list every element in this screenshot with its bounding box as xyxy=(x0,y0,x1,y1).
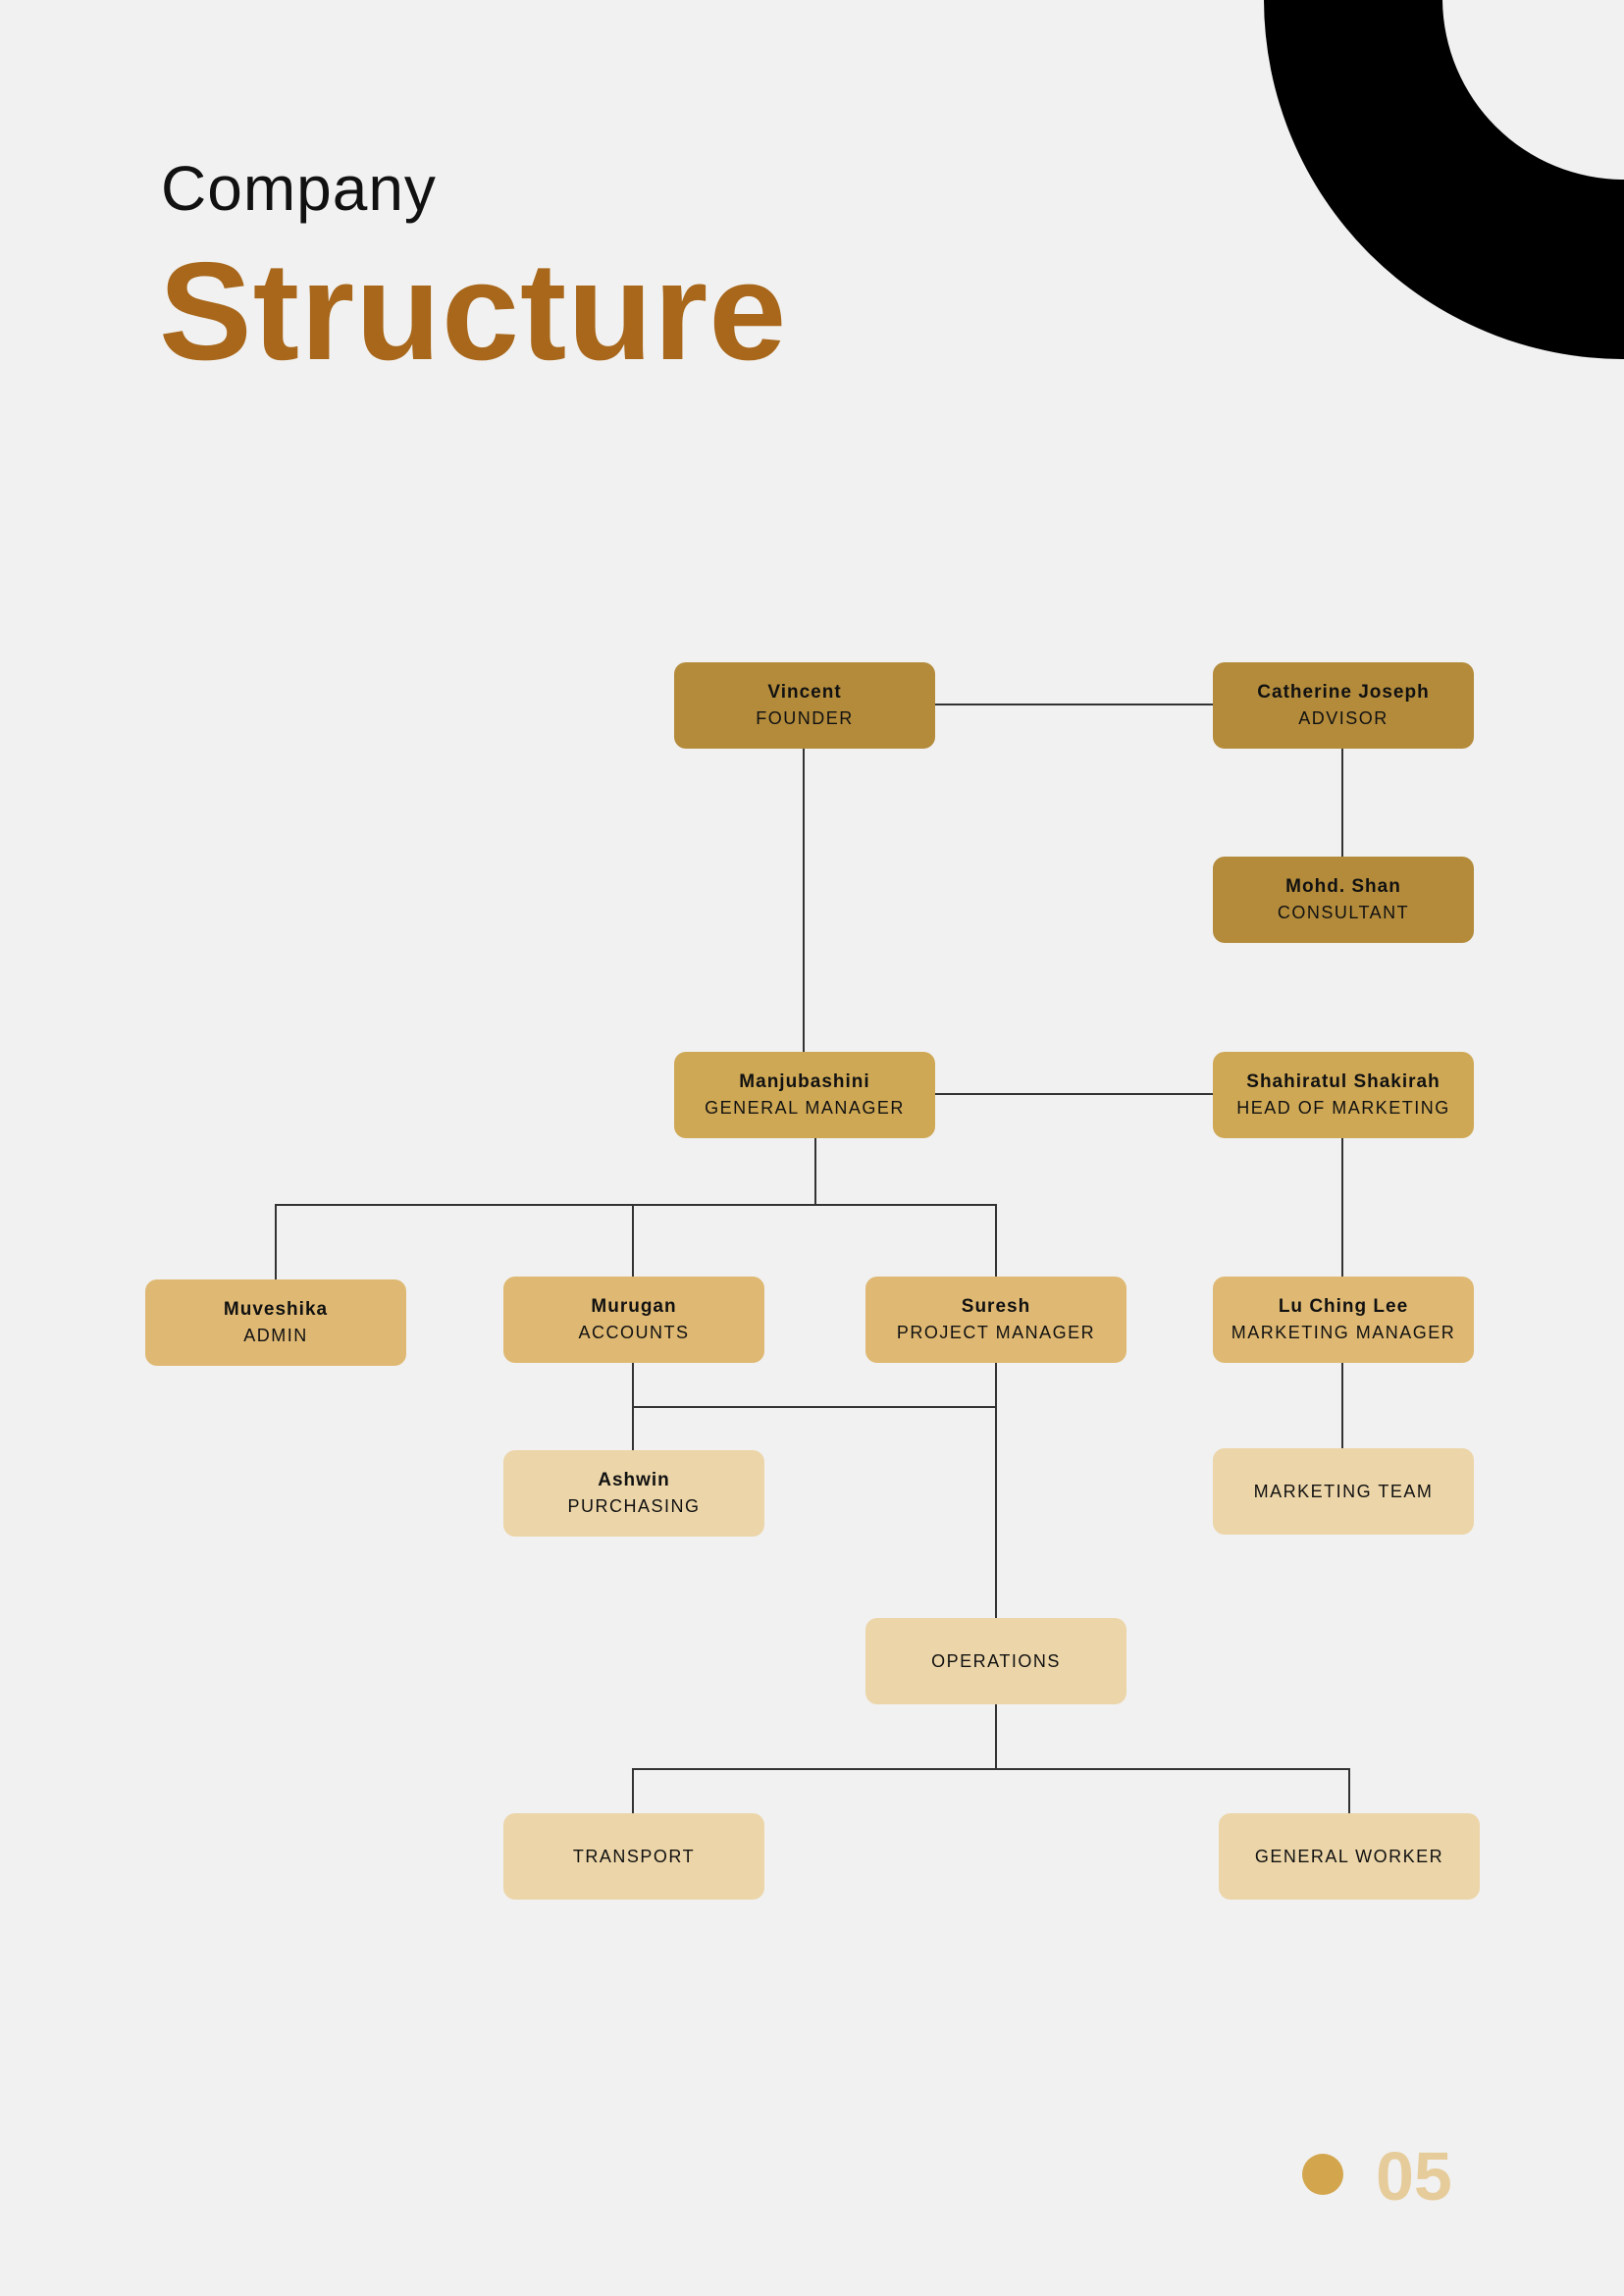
connector xyxy=(803,749,805,1052)
node-role: CONSULTANT xyxy=(1277,903,1410,922)
node-name: Lu Ching Lee xyxy=(1278,1296,1409,1317)
node-name: Mohd. Shan xyxy=(1285,876,1401,897)
node-role: HEAD OF MARKETING xyxy=(1236,1098,1450,1118)
node-name: Catherine Joseph xyxy=(1257,682,1430,703)
connector xyxy=(1341,1138,1343,1277)
connector xyxy=(1341,1363,1343,1448)
connector xyxy=(632,1406,997,1408)
connector xyxy=(995,1204,997,1277)
node-role: ACCOUNTS xyxy=(578,1323,690,1342)
node-role: PURCHASING xyxy=(567,1496,701,1516)
node-general-worker: GENERAL WORKER xyxy=(1219,1813,1480,1900)
node-name: Murugan xyxy=(591,1296,677,1317)
node-transport: TRANSPORT xyxy=(503,1813,764,1900)
decorative-ring xyxy=(1264,0,1624,359)
connector xyxy=(1348,1768,1350,1813)
connector xyxy=(1341,749,1343,857)
connector xyxy=(632,1768,634,1813)
node-name: Suresh xyxy=(961,1296,1031,1317)
connector xyxy=(275,1204,997,1206)
node-role: MARKETING TEAM xyxy=(1253,1482,1434,1501)
node-role: PROJECT MANAGER xyxy=(896,1323,1096,1342)
node-name: Muveshika xyxy=(223,1299,329,1320)
connector xyxy=(632,1768,1350,1770)
page-dot-icon xyxy=(1302,2154,1343,2195)
connector xyxy=(934,704,1213,705)
node-name: Shahiratul Shakirah xyxy=(1246,1071,1441,1092)
node-role: MARKETING MANAGER xyxy=(1231,1323,1456,1342)
node-role: FOUNDER xyxy=(756,708,854,728)
node-role: ADMIN xyxy=(243,1326,308,1345)
node-role: GENERAL WORKER xyxy=(1254,1847,1444,1866)
node-name: Vincent xyxy=(767,682,842,703)
node-operations: OPERATIONS xyxy=(865,1618,1126,1704)
node-marketing-team: MARKETING TEAM xyxy=(1213,1448,1474,1535)
node-role: OPERATIONS xyxy=(931,1651,1061,1671)
node-role: TRANSPORT xyxy=(572,1847,696,1866)
node-name: Ashwin xyxy=(598,1470,670,1490)
connector xyxy=(814,1138,816,1205)
connector xyxy=(632,1204,634,1277)
connector xyxy=(995,1363,997,1618)
title-structure: Structure xyxy=(159,234,788,390)
node-name: Manjubashini xyxy=(739,1071,870,1092)
node-role: GENERAL MANAGER xyxy=(705,1098,905,1118)
connector xyxy=(995,1704,997,1769)
node-role: ADVISOR xyxy=(1298,708,1388,728)
connector xyxy=(275,1204,277,1279)
page-number: 05 xyxy=(1376,2138,1452,2215)
connector xyxy=(934,1093,1213,1095)
title-company: Company xyxy=(161,153,437,224)
